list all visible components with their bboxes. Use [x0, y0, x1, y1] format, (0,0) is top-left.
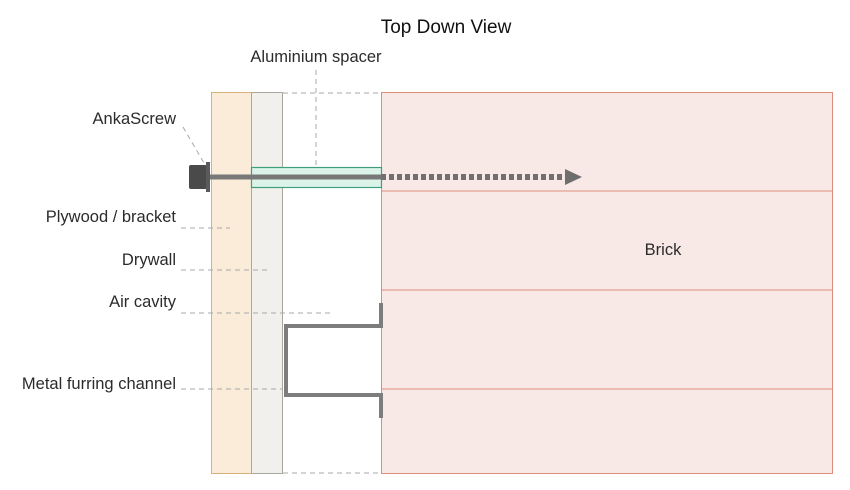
diagram-title: Top Down View: [381, 17, 512, 38]
arrow-right-icon: [565, 169, 582, 185]
brick-label: Brick: [645, 241, 682, 259]
spacer-label: Aluminium spacer: [250, 48, 382, 66]
plywood-label: Plywood / bracket: [46, 208, 177, 226]
screw-label: AnkaScrew: [93, 110, 177, 128]
screw-head: [189, 165, 207, 189]
metal-furring-channel: [284, 303, 383, 418]
anka-screw: [189, 162, 582, 192]
brick-wall-outline: [381, 92, 833, 474]
plywood-layer: [211, 92, 252, 474]
drywall-layer: [251, 92, 283, 474]
brick-wall: [381, 92, 833, 474]
air-cavity-label: Air cavity: [109, 293, 177, 311]
screw-leader-line: [182, 126, 205, 164]
screw-washer: [206, 162, 210, 192]
furring-label: Metal furring channel: [22, 375, 176, 393]
drywall-label: Drywall: [122, 251, 176, 269]
